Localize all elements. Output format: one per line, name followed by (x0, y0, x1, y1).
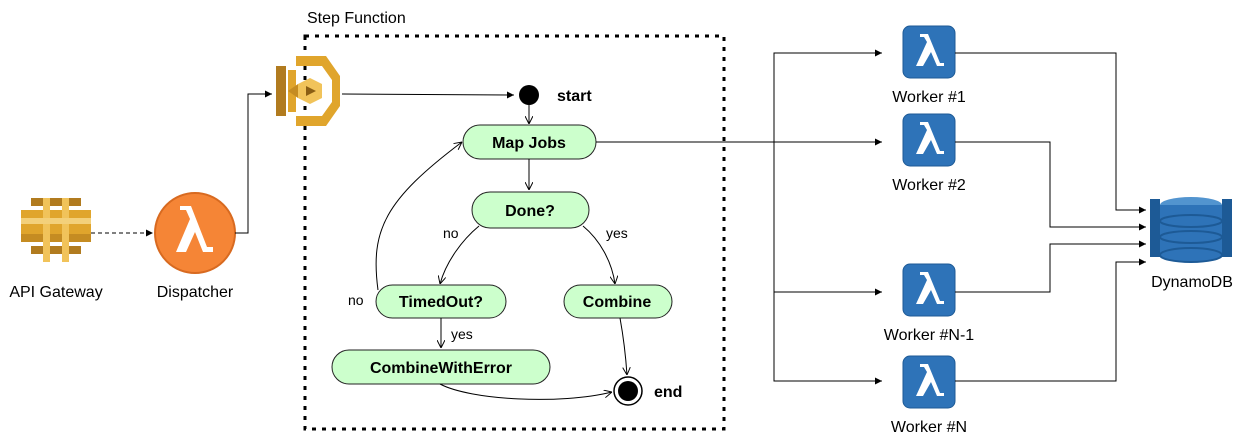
state-done: Done? (471, 191, 590, 229)
done-to-combine-arrow (582, 225, 615, 284)
timedout-no-label: no (348, 292, 364, 308)
end-node (613, 376, 643, 406)
dispatcher-lambda-icon (154, 192, 236, 274)
stepfunction-to-start-arrow (341, 91, 515, 99)
state-map-jobs: Map Jobs (462, 124, 597, 160)
worker-1-lambda-icon (902, 25, 956, 79)
worker-n-1-to-dynamodb-arrow (955, 240, 1146, 293)
map-jobs-label: Map Jobs (492, 135, 566, 152)
done-label: Done? (505, 203, 555, 220)
dynamodb-icon (1150, 197, 1232, 263)
fanout-bus-bottom (773, 142, 882, 385)
worker-n-to-dynamodb-arrow (955, 258, 1146, 382)
fanout-bus-top (773, 49, 882, 142)
worker-n-label: Worker #N (891, 419, 967, 436)
worker-1-label: Worker #1 (892, 89, 966, 106)
worker-2-to-dynamodb-arrow (955, 141, 1146, 231)
step-function-boundary (303, 34, 726, 431)
combine-with-error-label: CombineWithError (370, 360, 512, 377)
dispatcher-label: Dispatcher (157, 284, 234, 301)
dispatcher-to-stepfunction-arrow (235, 90, 272, 234)
start-label: start (557, 88, 592, 105)
timed-out-label: TimedOut? (399, 294, 483, 311)
worker-n-1-lambda-icon (902, 263, 956, 317)
end-label: end (654, 384, 682, 401)
done-yes-label: yes (606, 225, 628, 241)
step-function-title: Step Function (307, 10, 406, 27)
worker-1-to-dynamodb-arrow (955, 52, 1146, 214)
worker-2-lambda-icon (902, 113, 956, 167)
state-combine: Combine (563, 284, 673, 319)
api-gateway-icon (21, 198, 91, 262)
timedout-to-mapjobs-arrow (375, 142, 462, 291)
dynamodb-label: DynamoDB (1151, 274, 1233, 291)
state-combine-with-error: CombineWithError (331, 349, 551, 385)
worker-n-lambda-icon (902, 355, 956, 409)
worker-n-1-label: Worker #N-1 (884, 327, 974, 344)
worker-2-label: Worker #2 (892, 177, 966, 194)
done-to-timedout-arrow (440, 225, 480, 284)
start-node (519, 85, 539, 105)
state-timed-out: TimedOut? (375, 284, 507, 319)
step-functions-icon (276, 56, 340, 126)
combinewitherror-to-end-arrow (439, 383, 612, 400)
timedout-yes-label: yes (451, 326, 473, 342)
done-no-label: no (443, 225, 459, 241)
combine-label: Combine (583, 294, 652, 311)
api-gateway-label: API Gateway (9, 284, 102, 301)
combine-to-end-arrow (619, 317, 627, 375)
